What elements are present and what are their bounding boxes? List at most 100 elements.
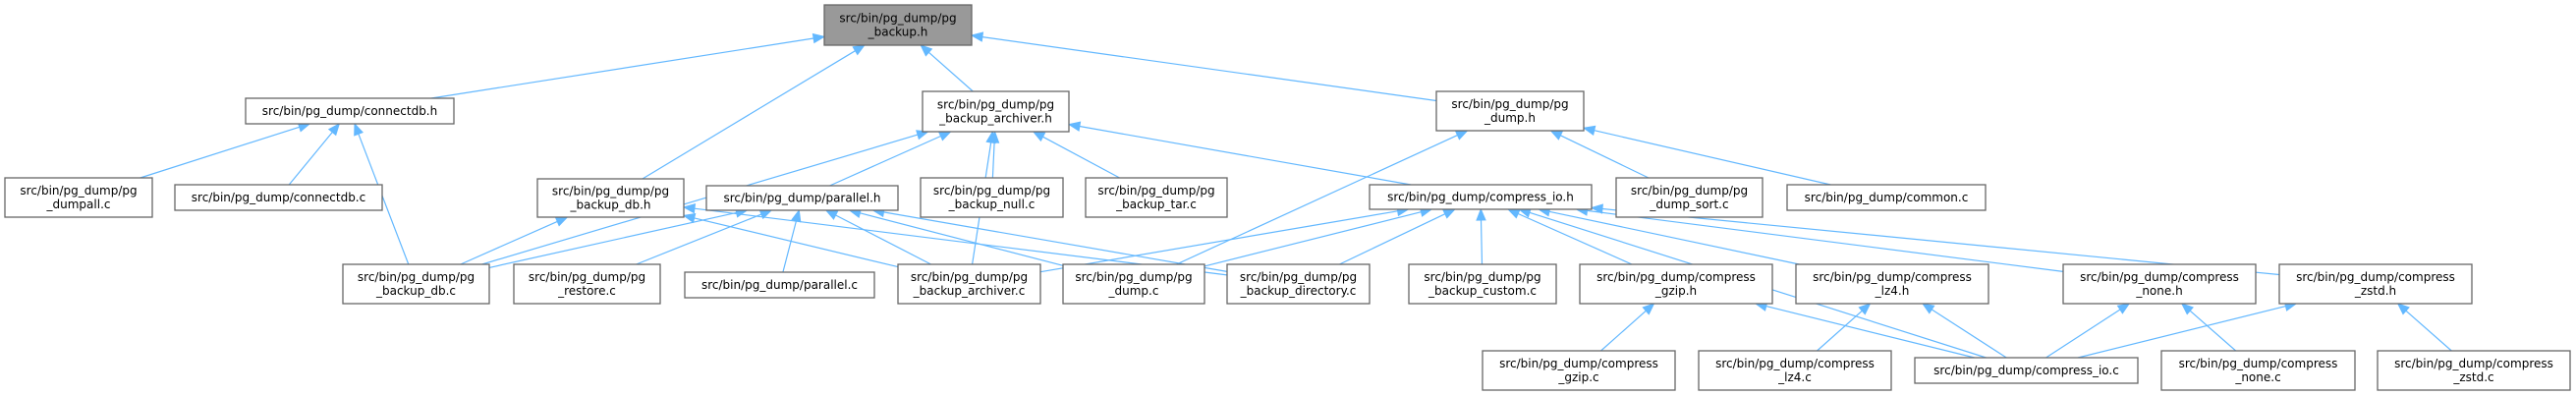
node-box[interactable]	[2062, 263, 2257, 305]
graph-node-parallel-c[interactable]: src/bin/pg_dump/parallel.c	[684, 271, 875, 299]
graph-node-compress-gzip-c[interactable]: src/bin/pg_dump/compress_gzip.c	[1482, 350, 1676, 391]
graph-node-compress-lz4-h[interactable]: src/bin/pg_dump/compress_lz4.h	[1795, 263, 1989, 305]
graph-node-compress-lz4-c[interactable]: src/bin/pg_dump/compress_lz4.c	[1698, 350, 1892, 391]
arrowhead-icon	[1476, 207, 1486, 221]
node-box[interactable]	[1795, 263, 1989, 305]
graph-node-compress-zstd-h[interactable]: src/bin/pg_dump/compress_zstd.h	[2278, 263, 2473, 305]
edge-parallel-c-to-parallel-h	[782, 208, 802, 273]
node-label: src/bin/pg_dump/common.c	[1805, 191, 1969, 204]
node-box[interactable]	[1786, 184, 1987, 211]
graph-node-pg-backup-directory-c[interactable]: src/bin/pg_dump/pg_backup_directory.c	[1226, 263, 1371, 305]
edge-line	[1039, 210, 1398, 273]
node-box[interactable]	[1435, 90, 1585, 132]
node-label: src/bin/pg_dump/compress_io.c	[1933, 364, 2119, 377]
node-label: src/bin/pg_dump/compress	[2394, 357, 2553, 370]
node-box[interactable]	[897, 263, 1041, 305]
edge-line	[694, 217, 899, 268]
arrowhead-icon	[824, 209, 839, 220]
graph-node-pg-restore-c[interactable]: src/bin/pg_dump/pg_restore.c	[513, 263, 661, 305]
node-box[interactable]	[513, 263, 661, 305]
node-box[interactable]	[1615, 177, 1764, 218]
node-label: _backup.h	[868, 26, 928, 39]
node-label: _dumpall.c	[46, 198, 111, 211]
node-box[interactable]	[1408, 263, 1557, 305]
node-label: _dump.c	[1108, 284, 1159, 298]
edge-line	[460, 220, 558, 265]
node-box[interactable]	[1226, 263, 1371, 305]
graph-node-compress-none-h[interactable]: src/bin/pg_dump/compress_none.h	[2062, 263, 2257, 305]
graph-node-compress-io-h[interactable]: src/bin/pg_dump/compress_io.h	[1369, 184, 1593, 210]
node-box[interactable]	[174, 184, 383, 211]
edge-pg-backup-archiver-c-to-parallel-h	[824, 209, 931, 265]
arrowhead-icon	[970, 31, 984, 42]
edge-line	[1517, 212, 1633, 265]
edge-line	[2077, 306, 2286, 359]
edge-common-c-to-pg-dump-h	[1582, 125, 1831, 186]
node-label: src/bin/pg_dump/compress	[2080, 270, 2239, 284]
edge-pg-backup-tar-c-to-pg-backup-archiver-h	[1032, 131, 1120, 179]
arrowhead-icon	[2116, 303, 2131, 314]
edge-line	[1587, 209, 2064, 272]
node-label: src/bin/pg_dump/compress	[1499, 357, 1658, 370]
node-label: _zstd.h	[2354, 284, 2396, 298]
node-label: _backup_null.c	[948, 198, 1036, 211]
graph-node-pg-backup-tar-c[interactable]: src/bin/pg_dump/pg_backup_tar.c	[1085, 177, 1228, 218]
node-label: _backup_tar.c	[1115, 198, 1197, 211]
graph-node-pg-backup-db-h[interactable]: src/bin/pg_dump/pg_backup_db.h	[536, 178, 685, 218]
graph-node-pg-dumpall-c[interactable]: src/bin/pg_dump/pg_dumpall.c	[4, 177, 153, 218]
node-box[interactable]	[1698, 350, 1892, 391]
graph-node-pg-backup-db-c[interactable]: src/bin/pg_dump/pg_backup_db.c	[342, 263, 490, 305]
edge-line	[782, 220, 798, 273]
graph-node-compress-zstd-c[interactable]: src/bin/pg_dump/compress_zstd.c	[2377, 350, 2571, 391]
node-box[interactable]	[4, 177, 153, 218]
graph-node-pg-backup-null-c[interactable]: src/bin/pg_dump/pg_backup_null.c	[920, 177, 1064, 218]
graph-node-compress-io-c[interactable]: src/bin/pg_dump/compress_io.c	[1914, 357, 2139, 384]
node-label: _gzip.c	[1557, 370, 1598, 384]
node-box[interactable]	[1062, 263, 1205, 305]
graph-node-compress-none-c[interactable]: src/bin/pg_dump/compress_none.c	[2160, 350, 2356, 391]
node-box[interactable]	[1914, 357, 2139, 384]
node-box[interactable]	[823, 4, 973, 46]
node-box[interactable]	[342, 263, 490, 305]
graph-node-pg-backup-h[interactable]: src/bin/pg_dump/pg_backup.h	[823, 4, 973, 46]
node-box[interactable]	[684, 271, 875, 299]
graph-node-connectdb-c[interactable]: src/bin/pg_dump/connectdb.c	[174, 184, 383, 211]
node-box[interactable]	[922, 90, 1070, 133]
node-box[interactable]	[920, 177, 1064, 218]
graph-node-connectdb-h[interactable]: src/bin/pg_dump/connectdb.h	[245, 97, 455, 125]
node-label: src/bin/pg_dump/parallel.h	[723, 192, 880, 205]
graph-node-pg-backup-archiver-c[interactable]: src/bin/pg_dump/pg_backup_archiver.c	[897, 263, 1041, 305]
graph-node-parallel-h[interactable]: src/bin/pg_dump/parallel.h	[705, 185, 899, 211]
graph-node-pg-dump-c[interactable]: src/bin/pg_dump/pg_dump.c	[1062, 263, 1205, 305]
edge-line	[860, 212, 1064, 266]
edge-pg-backup-archiver-c-to-pg-backup-db-h	[682, 212, 899, 268]
edge-line	[1600, 310, 1647, 352]
node-box[interactable]	[2377, 350, 2571, 391]
node-box[interactable]	[2278, 263, 2473, 305]
arrowhead-icon	[1582, 125, 1596, 136]
graph-node-compress-gzip-h[interactable]: src/bin/pg_dump/compress_gzip.h	[1579, 263, 1773, 305]
node-box[interactable]	[1085, 177, 1228, 218]
node-box[interactable]	[536, 178, 685, 218]
node-label: src/bin/pg_dump/pg	[839, 12, 956, 26]
node-box[interactable]	[1482, 350, 1676, 391]
edge-connectdb-c-to-connectdb-h	[288, 122, 341, 186]
node-box[interactable]	[245, 97, 455, 125]
edge-pg-restore-c-to-parallel-h	[636, 209, 773, 265]
nodes-layer: src/bin/pg_dump/pg_backup.hsrc/bin/pg_du…	[4, 4, 2571, 391]
node-box[interactable]	[2160, 350, 2356, 391]
graph-node-common-c[interactable]: src/bin/pg_dump/common.c	[1786, 184, 1987, 211]
node-box[interactable]	[1369, 184, 1593, 210]
graph-node-pg-backup-custom-c[interactable]: src/bin/pg_dump/pg_backup_custom.c	[1408, 263, 1557, 305]
node-label: _backup_archiver.c	[913, 284, 1026, 298]
node-label: src/bin/pg_dump/compress	[2296, 270, 2455, 284]
node-box[interactable]	[705, 185, 899, 211]
node-box[interactable]	[1579, 263, 1773, 305]
node-label: src/bin/pg_dump/pg	[911, 270, 1028, 284]
graph-node-pg-dump-sort-c[interactable]: src/bin/pg_dump/pg_dump_sort.c	[1615, 177, 1764, 218]
arrowhead-icon	[1454, 130, 1469, 141]
arrowhead-icon	[2396, 303, 2410, 315]
graph-node-pg-backup-archiver-h[interactable]: src/bin/pg_dump/pg_backup_archiver.h	[922, 90, 1070, 133]
graph-node-pg-dump-h[interactable]: src/bin/pg_dump/pg_dump.h	[1435, 90, 1585, 132]
edge-line	[642, 50, 856, 180]
